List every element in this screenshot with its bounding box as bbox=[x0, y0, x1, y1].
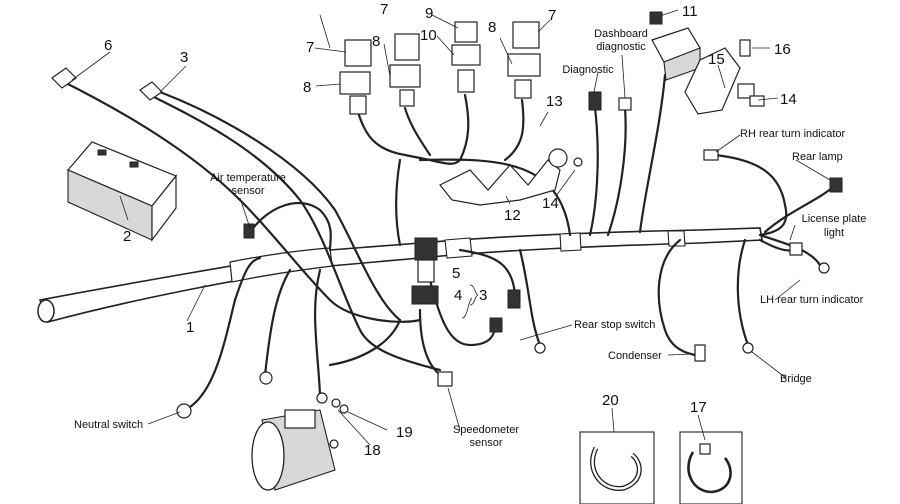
label-speedometer-line2: sensor bbox=[469, 437, 502, 449]
callout-7-left: 7 bbox=[306, 39, 314, 56]
label-rh-rear-turn: RH rear turn indicator bbox=[740, 128, 845, 140]
callout-3-center: 3 bbox=[479, 287, 487, 304]
callout-10: 10 bbox=[420, 27, 437, 44]
wire-ends bbox=[176, 149, 843, 419]
callout-5: 5 bbox=[452, 265, 460, 282]
label-neutral-switch: Neutral switch bbox=[74, 419, 143, 431]
starter-motor bbox=[251, 409, 339, 491]
callout-8-left: 8 bbox=[303, 79, 311, 96]
label-condenser: Condenser bbox=[608, 350, 662, 362]
callout-3-left: 3 bbox=[180, 49, 188, 66]
battery bbox=[67, 141, 177, 242]
label-bridge: Bridge bbox=[780, 373, 812, 385]
label-rear-stop-switch: Rear stop switch bbox=[574, 319, 655, 331]
callout-7-right: 7 bbox=[548, 7, 556, 24]
washers bbox=[331, 398, 349, 414]
callout-18: 18 bbox=[364, 442, 381, 459]
callout-12: 12 bbox=[504, 207, 521, 224]
relays bbox=[339, 21, 541, 115]
callout-17: 17 bbox=[690, 399, 707, 416]
component-labels: Air temperature sensor Dashboard diagnos… bbox=[74, 28, 866, 449]
callout-8-mid: 8 bbox=[372, 33, 380, 50]
sleeve-1 bbox=[229, 247, 333, 283]
label-lh-rear-turn: LH rear turn indicator bbox=[760, 294, 864, 306]
callout-9: 9 bbox=[425, 5, 433, 22]
callout-4: 4 bbox=[454, 287, 462, 304]
sleeve-3 bbox=[559, 232, 582, 252]
callout-14-right: 14 bbox=[780, 91, 797, 108]
callout-6: 6 bbox=[104, 37, 112, 54]
callout-11: 11 bbox=[682, 3, 698, 20]
callout-13: 13 bbox=[546, 93, 563, 110]
callout-2: 2 bbox=[123, 228, 131, 245]
rear-bracket bbox=[684, 39, 765, 115]
clamp-boxes bbox=[579, 431, 743, 504]
dashboard-connector bbox=[649, 11, 701, 81]
label-dashboard-diagnostic-line2: diagnostic bbox=[596, 41, 646, 53]
callout-7-mid: 7 bbox=[380, 1, 388, 18]
harness-trunk-outline bbox=[38, 227, 763, 323]
label-rear-lamp: Rear lamp bbox=[792, 151, 843, 163]
callout-16: 16 bbox=[774, 41, 791, 58]
callout-15: 15 bbox=[708, 51, 725, 68]
label-air-temperature-line2: sensor bbox=[231, 185, 264, 197]
callout-numbers: 1 2 3 3 4 5 6 7 7 7 8 8 8 9 10 11 12 13 … bbox=[104, 1, 797, 459]
harness-trunk-end bbox=[37, 299, 55, 323]
relay-bracket bbox=[439, 148, 583, 206]
callout-20: 20 bbox=[602, 392, 619, 409]
sleeve-2 bbox=[444, 237, 473, 259]
callout-1: 1 bbox=[186, 319, 194, 336]
central-connector bbox=[411, 237, 439, 305]
callout-19: 19 bbox=[396, 424, 413, 441]
sleeve-4 bbox=[667, 230, 686, 247]
label-speedometer-line1: Speedometer bbox=[453, 424, 519, 436]
wires bbox=[58, 73, 837, 412]
leader-lines bbox=[71, 9, 831, 446]
label-license-line2: light bbox=[824, 227, 844, 239]
label-license-line1: License plate bbox=[802, 213, 867, 225]
label-dashboard-diagnostic-line1: Dashboard bbox=[594, 28, 648, 40]
battery-terminals bbox=[51, 67, 163, 101]
label-diagnostic: Diagnostic bbox=[562, 64, 614, 76]
callout-14-mid: 14 bbox=[542, 195, 559, 212]
label-air-temperature-line1: Air temperature bbox=[210, 172, 286, 184]
callout-8-right: 8 bbox=[488, 19, 496, 36]
